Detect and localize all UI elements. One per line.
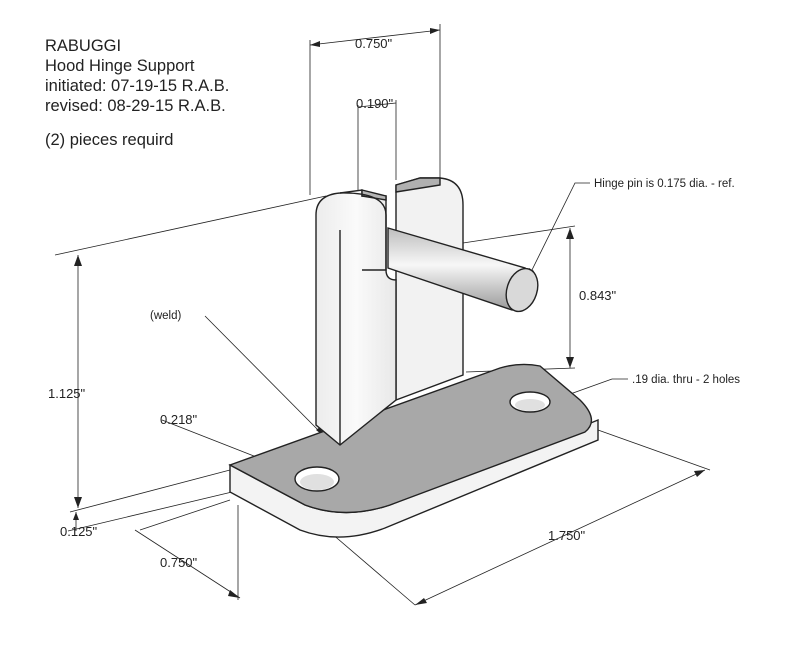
- quantity-note: (2) pieces requird: [45, 131, 174, 149]
- dimension-labels: 0.750" 0.190" 1.125" 0.843" 0.218" 0.125…: [48, 36, 740, 570]
- part-name: Hood Hinge Support: [45, 57, 195, 75]
- note-holes: .19 dia. thru - 2 holes: [632, 374, 740, 386]
- dim-hole-dia: 0.218": [160, 412, 198, 427]
- dim-base-length: 1.750": [548, 528, 586, 543]
- upright-tab: [315, 177, 464, 446]
- revised-date: revised: 08-29-15 R.A.B.: [45, 97, 226, 115]
- dim-line-slot: [357, 102, 397, 108]
- hinge-pin-end: [505, 267, 539, 313]
- dim-line-depth-a: [139, 499, 231, 531]
- ext-line-height-top: [54, 195, 327, 256]
- upright-edge: [339, 192, 387, 271]
- note-hinge-pin: Hinge pin is 0.175 dia. - ref.: [594, 178, 735, 190]
- hinge-pin: [387, 227, 539, 313]
- dim-pin-height: 0.843": [579, 288, 617, 303]
- title-block: RABUGGI Hood Hinge Support initiated: 07…: [45, 36, 229, 150]
- note-weld: (weld): [150, 310, 181, 322]
- dim-line-width-top: [309, 29, 441, 46]
- upright-front-face: [315, 189, 397, 446]
- dim-line-length: [414, 469, 706, 606]
- dim-line-depth: [134, 529, 241, 599]
- ext-line-length-right: [597, 429, 711, 471]
- upright-rear-top: [395, 177, 441, 193]
- leader-weld: [204, 315, 326, 438]
- dim-overall-height: 1.125": [48, 386, 86, 401]
- initiated-date: initiated: 07-19-15 R.A.B.: [45, 77, 230, 95]
- dim-width-top: 0.750": [355, 36, 393, 51]
- ext-line-pin-top: [462, 225, 576, 244]
- dim-base-thickness: 0.125": [60, 524, 98, 539]
- dim-slot-width: 0.190": [356, 96, 394, 111]
- ext-line-thickness-bottom: [67, 491, 233, 532]
- base-plate: [228, 363, 599, 538]
- ext-line-height-bottom: [69, 469, 231, 513]
- dim-base-depth: 0.750": [160, 555, 198, 570]
- leader-hinge-pin: [527, 182, 590, 279]
- company-name: RABUGGI: [45, 37, 122, 55]
